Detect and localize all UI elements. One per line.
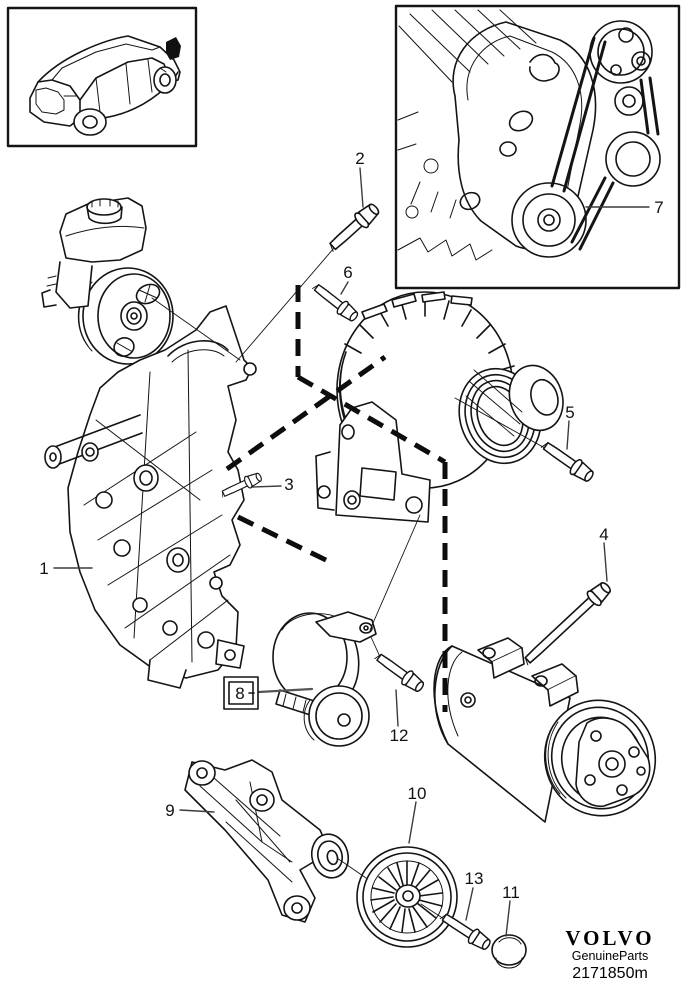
genuine-parts-label: GenuineParts [571,949,649,963]
callout-8[interactable]: 8 [235,684,244,703]
alternator-pulley [458,364,564,465]
lower-bracket-drawing [184,759,350,923]
callout-1[interactable]: 1 [39,559,48,578]
callout-5[interactable]: 5 [565,403,574,422]
branding-block: VOLVO GenuineParts 2171850m [540,928,680,985]
callout-2[interactable]: 2 [355,149,364,168]
engine-location-marker [166,37,181,60]
callout-11[interactable]: 11 [502,883,520,902]
callout-7[interactable]: 7 [654,198,663,217]
alternator-drawing [315,291,564,523]
callout-13[interactable]: 13 [465,869,484,888]
bolt-6 [309,279,362,325]
leader-lines [53,167,608,937]
compressor-clutch-pulley [543,699,657,817]
diagram-number: 2171850m [572,965,648,982]
bolt-12 [371,648,428,696]
belt-tensioner-drawing [272,611,377,747]
callout-3[interactable]: 3 [284,475,293,494]
highlighted-callout-8[interactable]: 8 [223,676,314,710]
callout-9[interactable]: 9 [165,801,174,820]
station-wagon-icon [29,35,181,136]
bracket-idler-pulley [310,833,350,879]
pulley-spokes [370,860,443,933]
callout-12[interactable]: 12 [390,726,409,745]
callout-4[interactable]: 4 [599,525,608,544]
belt-routing-dashed-lines [225,285,448,712]
idler-pulley-drawing [356,846,458,948]
callout-6[interactable]: 6 [343,263,352,282]
engine-belt-view-box: 7 [394,4,681,290]
power-steering-pump-drawing [41,197,174,365]
plug-cap-drawing [491,934,527,969]
accessory-bracket-drawing [44,305,257,689]
drive-belt-drawing [511,20,661,258]
callouts: 1 2 3 4 5 6 9 10 11 12 13 [39,149,608,902]
callout-10[interactable]: 10 [408,784,427,803]
bolt-13 [436,908,494,954]
callout-8-highlight-box [223,676,259,710]
bolt-2 [323,199,383,256]
volvo-logo: VOLVO [565,926,655,950]
bolt-4 [518,578,615,670]
ac-compressor-drawing [433,637,657,823]
vehicle-thumbnail-box [6,6,198,148]
